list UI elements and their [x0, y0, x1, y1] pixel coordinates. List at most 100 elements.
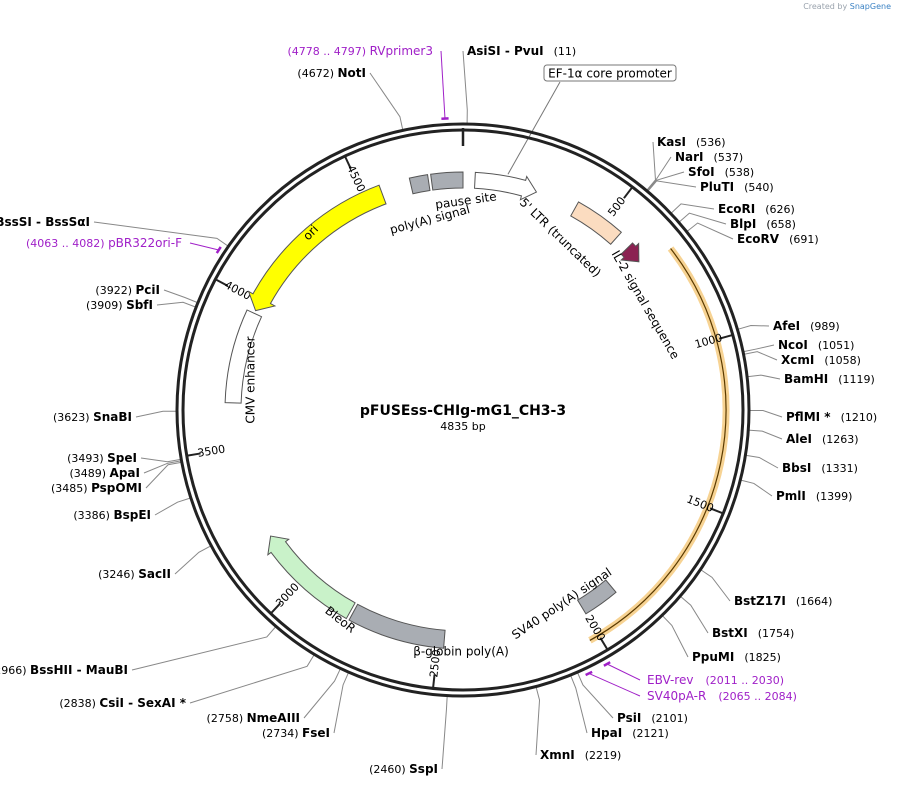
orf-line [589, 248, 727, 641]
site-label-sspi[interactable]: (2460) SspI [369, 762, 438, 776]
primer-leader [440, 50, 446, 119]
site-leader [745, 454, 779, 469]
site-label-blpi[interactable]: BlpI(658) [730, 217, 796, 231]
credit-prefix: Created by [803, 2, 848, 11]
site-label-apai[interactable]: (3489) ApaI [69, 466, 140, 480]
site-label-bbsi[interactable]: BbsI(1331) [782, 461, 858, 475]
tick-mark [719, 334, 734, 340]
credit-brand: SnapGene [849, 2, 891, 11]
site-leader [441, 695, 448, 770]
site-label-xcmi[interactable]: XcmI(1058) [781, 353, 861, 367]
feature-ef-1-core-promoter[interactable] [474, 171, 538, 201]
site-label-kasi[interactable]: KasI(536) [657, 135, 726, 149]
primer-label-rvprimer3[interactable]: (4778 .. 4797) RVprimer3 [288, 44, 433, 58]
feature-label-cmv-enhancer: CMV enhancer [244, 336, 258, 423]
site-position: (626) [765, 203, 795, 216]
site-position: (2838) [59, 697, 99, 710]
site-label-pmli[interactable]: PmlI(1399) [776, 489, 852, 503]
tick-mark [599, 637, 609, 651]
site-leader [143, 460, 182, 474]
primer-label-pbr322ori-f[interactable]: (4063 .. 4082) pBR322ori-F [26, 236, 182, 250]
site-leader [333, 671, 350, 734]
feature-il-2-signal-sequence[interactable] [620, 242, 640, 263]
site-name-2: SexAI * [137, 696, 186, 710]
feature-sv40-poly-a-signal[interactable] [576, 579, 617, 615]
site-label-bspei[interactable]: (3386) BspEI [73, 508, 151, 522]
site-leader [135, 410, 178, 418]
site-label-ecorv[interactable]: EcoRV(691) [737, 232, 819, 246]
feature-bleor[interactable] [267, 535, 356, 620]
primer-range: (4778 .. 4797) [288, 45, 370, 58]
tick-label: 2500 [427, 649, 443, 678]
site-label-nmeaiii[interactable]: (2758) NmeAIII [207, 711, 300, 725]
site-label-sacii[interactable]: (3246) SacII [98, 567, 171, 581]
site-name: AleI [786, 432, 812, 446]
site-label-ppumi[interactable]: PpuMI (1825) [692, 650, 781, 664]
primer-range: (2011 .. 2030) [705, 674, 784, 687]
site-label-bstxi[interactable]: BstXI(1754) [712, 626, 794, 640]
site-position: (2460) [369, 763, 409, 776]
site-name: XmnI [540, 748, 575, 762]
site-label-ncoi[interactable]: NcoI(1051) [778, 338, 854, 352]
site-name: AsiSI [467, 44, 501, 58]
primer-name: SV40pA-R [647, 689, 706, 703]
primer-label-sv40pa-r[interactable]: SV40pA-R (2065 .. 2084) [647, 689, 797, 703]
site-separator: - [124, 696, 137, 710]
site-separator: - [72, 663, 85, 677]
site-label-asisi[interactable]: AsiSI - PvuI(11) [467, 44, 576, 58]
site-label-pflmi[interactable]: PflMI *(1210) [786, 410, 877, 424]
site-label-ecori[interactable]: EcoRI(626) [718, 202, 795, 216]
feature-cmv-enhancer[interactable] [224, 309, 263, 404]
site-label-psii[interactable]: PsiI(2101) [617, 711, 688, 725]
site-label-csii[interactable]: (2838) CsiI - SexAI * [59, 696, 186, 710]
feature-poly-a-signal[interactable] [408, 174, 431, 195]
site-name: PpuMI [692, 650, 734, 664]
site-label-bsssi[interactable]: (4095) BssSI - BssSαI [0, 215, 90, 229]
orf-arrowhead [589, 628, 610, 641]
feature-label-5-ltr-truncated: 5' LTR (truncated) [517, 195, 604, 279]
site-label-sfoi[interactable]: SfoI(538) [688, 165, 754, 179]
tick-mark [186, 452, 201, 457]
site-label-fsei[interactable]: (2734) FseI [262, 726, 330, 740]
site-name: SspI [409, 762, 438, 776]
site-name: SacII [138, 567, 171, 581]
site-label-pcii[interactable]: (3922) PciI [95, 283, 160, 297]
site-label-sbfi[interactable]: (3909) SbfI [86, 298, 153, 312]
site-label-alei[interactable]: AleI(1263) [786, 432, 859, 446]
site-label-hpai[interactable]: HpaI(2121) [591, 726, 669, 740]
site-label-bsshii[interactable]: (2966) BssHII - MauBI [0, 663, 128, 677]
site-leader [661, 614, 689, 658]
site-label-noti[interactable]: (4672) NotI [297, 66, 366, 80]
site-label-nari[interactable]: NarI(537) [675, 150, 743, 164]
site-name: BstXI [712, 626, 748, 640]
primer-range: (2065 .. 2084) [718, 690, 797, 703]
site-label-snabi[interactable]: (3623) SnaBI [53, 410, 132, 424]
site-label-pluti[interactable]: PluTI(540) [700, 180, 774, 194]
site-label-spei[interactable]: (3493) SpeI [67, 451, 137, 465]
feature-pause-site[interactable] [430, 171, 464, 191]
site-position: (1825) [744, 651, 781, 664]
site-label-bstz17i[interactable]: BstZ17I(1664) [734, 594, 832, 608]
feature-globin-poly-a[interactable] [348, 603, 446, 649]
site-leader [570, 674, 588, 734]
site-leader [742, 344, 775, 353]
site-name: BssSI [0, 215, 32, 229]
site-leader [646, 171, 685, 192]
site-label-pspomi[interactable]: (3485) PspOMI [51, 481, 142, 495]
site-label-afei[interactable]: AfeI(989) [773, 319, 840, 333]
tick-label: 4000 [222, 278, 253, 303]
site-label-xmni[interactable]: XmnI(2219) [540, 748, 621, 762]
tick-mark [344, 155, 352, 170]
site-leader [576, 671, 614, 719]
site-name: BstZ17I [734, 594, 786, 608]
tick-mark [709, 507, 724, 515]
feature-5-ltr-truncated[interactable] [570, 201, 623, 245]
primer-range: (4063 .. 4082) [26, 237, 108, 250]
site-position: (2101) [651, 712, 688, 725]
site-label-bamhi[interactable]: BamHI(1119) [784, 372, 875, 386]
site-name: PluTI [700, 180, 734, 194]
primer-label-ebv-rev[interactable]: EBV-rev(2011 .. 2030) [647, 673, 784, 687]
feature-label-box [543, 64, 677, 82]
feature-ori[interactable] [247, 184, 387, 312]
site-name: PmlI [776, 489, 806, 503]
